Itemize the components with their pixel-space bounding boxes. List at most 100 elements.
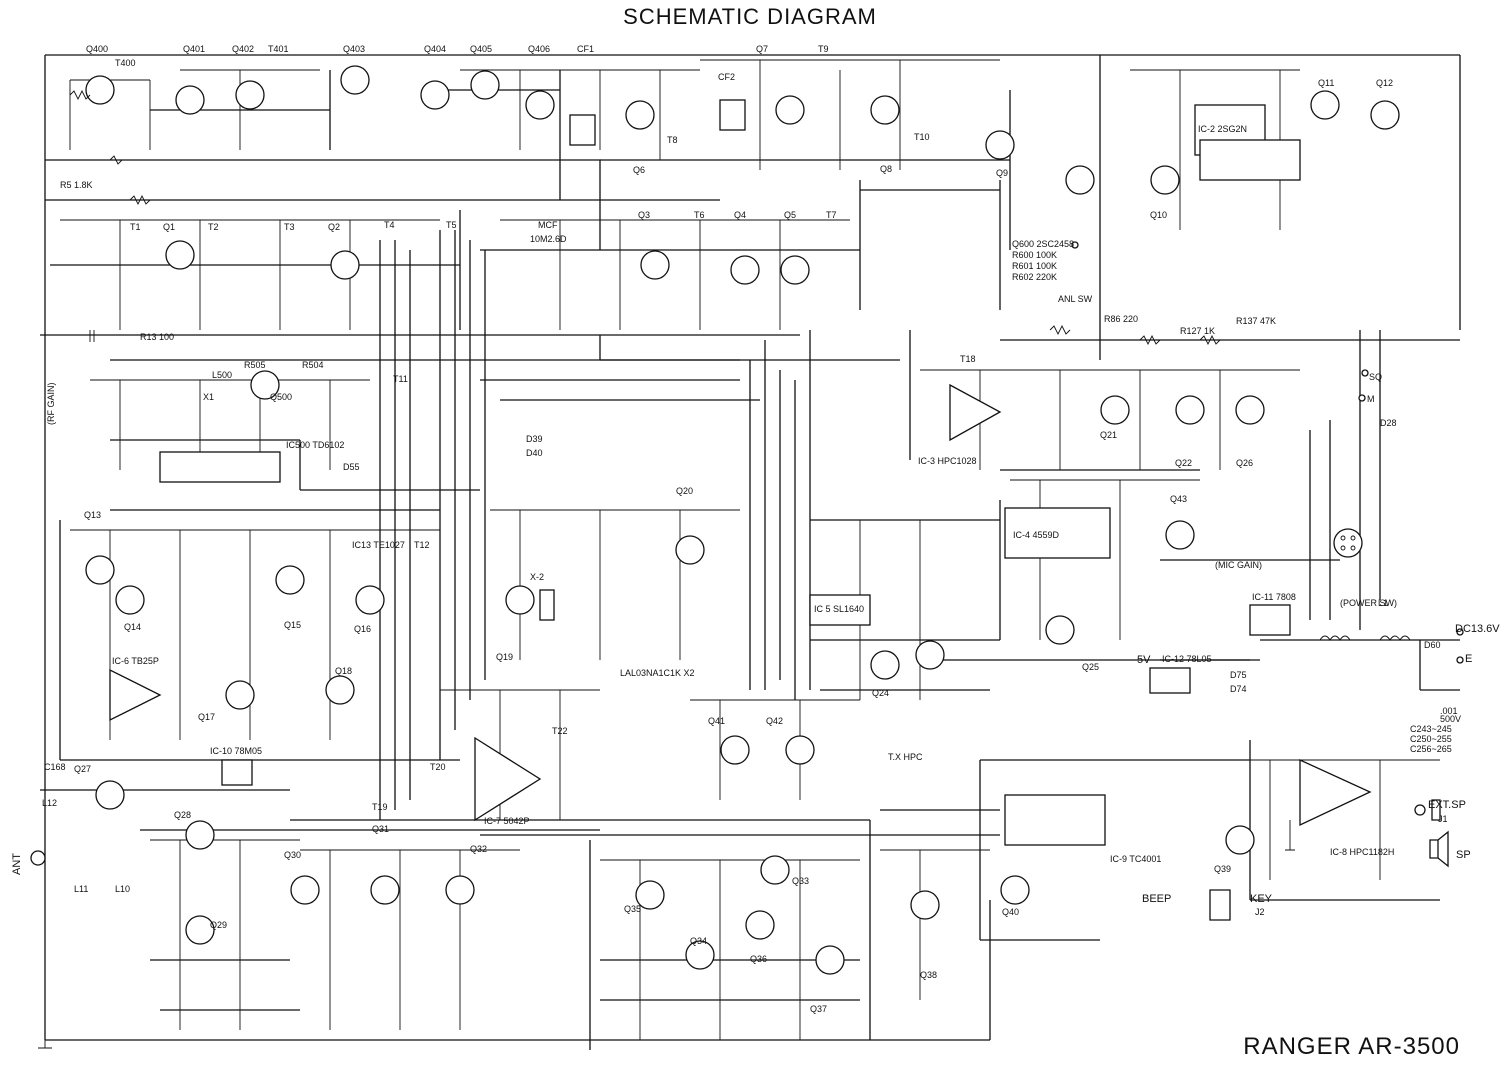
passives (30, 89, 1464, 1049)
ext-sp-label: EXT.SP (1428, 799, 1466, 811)
diagram-title: SCHEMATIC DIAGRAM (623, 4, 877, 29)
t3-label: T3 (284, 222, 295, 232)
d74-label: D74 (1230, 684, 1247, 694)
ic500-label: IC500 TD6102 (286, 440, 344, 450)
q43-label: Q43 (1170, 494, 1187, 504)
q22-label: Q22 (1175, 458, 1192, 468)
t7-label: T7 (826, 210, 837, 220)
d55-label: D55 (343, 462, 360, 472)
d28-label: D28 (1380, 418, 1397, 428)
q22-symbol (1175, 395, 1205, 425)
beep-label: BEEP (1142, 893, 1171, 905)
q11-label: Q11 (1318, 78, 1334, 88)
q42-symbol (785, 735, 815, 765)
q6-symbol (625, 100, 655, 130)
t6-label: T6 (694, 210, 705, 220)
ic6-label: IC-6 TB25P (112, 656, 159, 666)
q33-symbol (760, 855, 790, 885)
t400-label: T400 (115, 58, 136, 68)
r602-label: R602 220K (1012, 272, 1057, 282)
t22-label: T22 (552, 726, 568, 736)
q20-symbol (675, 535, 705, 565)
q11-symbol (1310, 90, 1340, 120)
q6-label: Q6 (633, 165, 645, 175)
q28-symbol (185, 820, 215, 850)
ext-sp-plug (1431, 799, 1441, 821)
l11-label: L11 (74, 884, 88, 894)
ic-blocks (109, 99, 1372, 846)
q404-label: Q404 (424, 44, 446, 54)
e-label: E (1465, 653, 1472, 665)
t12-label: T12 (414, 540, 430, 550)
q24-label: Q24 (872, 688, 889, 698)
q403-symbol (340, 65, 370, 95)
ic4-box (1004, 507, 1111, 559)
5v-label: 5V (1137, 654, 1151, 666)
q4-label: Q4 (734, 210, 746, 220)
q26-label: Q26 (1236, 458, 1253, 468)
ic7-amp (474, 736, 542, 822)
q27-symbol (95, 780, 125, 810)
x1-label: X1 (203, 392, 214, 402)
ic5-label: IC 5 SL1640 (814, 604, 864, 614)
q2-symbol (330, 250, 360, 280)
q500-label: Q500 (270, 392, 292, 402)
q37-symbol (815, 945, 845, 975)
q31-symbol (370, 875, 400, 905)
q21-label: Q21 (1100, 430, 1117, 440)
q404-symbol (420, 80, 450, 110)
q39-symbol (1225, 825, 1255, 855)
q36-symbol (745, 910, 775, 940)
cf1-box (569, 114, 596, 146)
j1-label: J1 (1438, 814, 1448, 824)
t10-label: T10 (914, 132, 930, 142)
d60-label: D60 (1424, 640, 1441, 650)
wiring (40, 54, 1461, 1050)
c-table-c: C256~265 (1410, 744, 1452, 754)
q38-label: Q38 (920, 970, 937, 980)
ant-jack (30, 850, 46, 866)
q1-label: Q1 (163, 222, 175, 232)
mcf-value: 10M2.6D (530, 234, 567, 244)
q401-label: Q401 (183, 44, 205, 54)
t401-label: T401 (268, 44, 289, 54)
c168-label: C168 (44, 762, 66, 772)
r5-label: R5 1.8K (60, 180, 93, 190)
q15-label: Q15 (284, 620, 301, 630)
q14-symbol (115, 585, 145, 615)
ic9-label: IC-9 TC4001 (1110, 854, 1161, 864)
ic5-box (809, 594, 871, 626)
t20-label: T20 (430, 762, 446, 772)
q5-label: Q5 (784, 210, 796, 220)
q403-label: Q403 (343, 44, 365, 54)
labels: Q400 Q401 Q402 Q403 Q404 Q405 Q406 T400 … (11, 44, 1500, 1014)
cf2-box (719, 99, 746, 131)
q37-label: Q37 (810, 1004, 827, 1014)
t8-label: T8 (667, 135, 678, 145)
q29-label: Q29 (210, 920, 227, 930)
q26-symbol (1235, 395, 1265, 425)
ic12-label: IC-12 78L05 (1162, 654, 1212, 664)
ic3-label: IC-3 HPC1028 (918, 456, 977, 466)
ic13-label: IC13 TE1027 (352, 540, 405, 550)
q2-label: Q2 (328, 222, 340, 232)
t1-label: T1 (130, 222, 141, 232)
q400-symbol (85, 75, 115, 105)
q402-label: Q402 (232, 44, 254, 54)
sq-label: SQ (1369, 372, 1382, 382)
q500-symbol (250, 370, 280, 400)
q17-label: Q17 (198, 712, 215, 722)
q400-label: Q400 (86, 44, 108, 54)
l1-label: L1 (1378, 598, 1388, 608)
q40-label: Q40 (1002, 907, 1019, 917)
q43-symbol (1165, 520, 1195, 550)
q39-label: Q39 (1214, 864, 1231, 874)
cf1-label: CF1 (577, 44, 594, 54)
q38-symbol (910, 890, 940, 920)
mic-connector (1333, 528, 1363, 558)
d75-label: D75 (1230, 670, 1247, 680)
q20-label: Q20 (676, 486, 693, 496)
q16-symbol (355, 585, 385, 615)
q15-symbol (275, 565, 305, 595)
q600-symbol (1065, 165, 1095, 195)
